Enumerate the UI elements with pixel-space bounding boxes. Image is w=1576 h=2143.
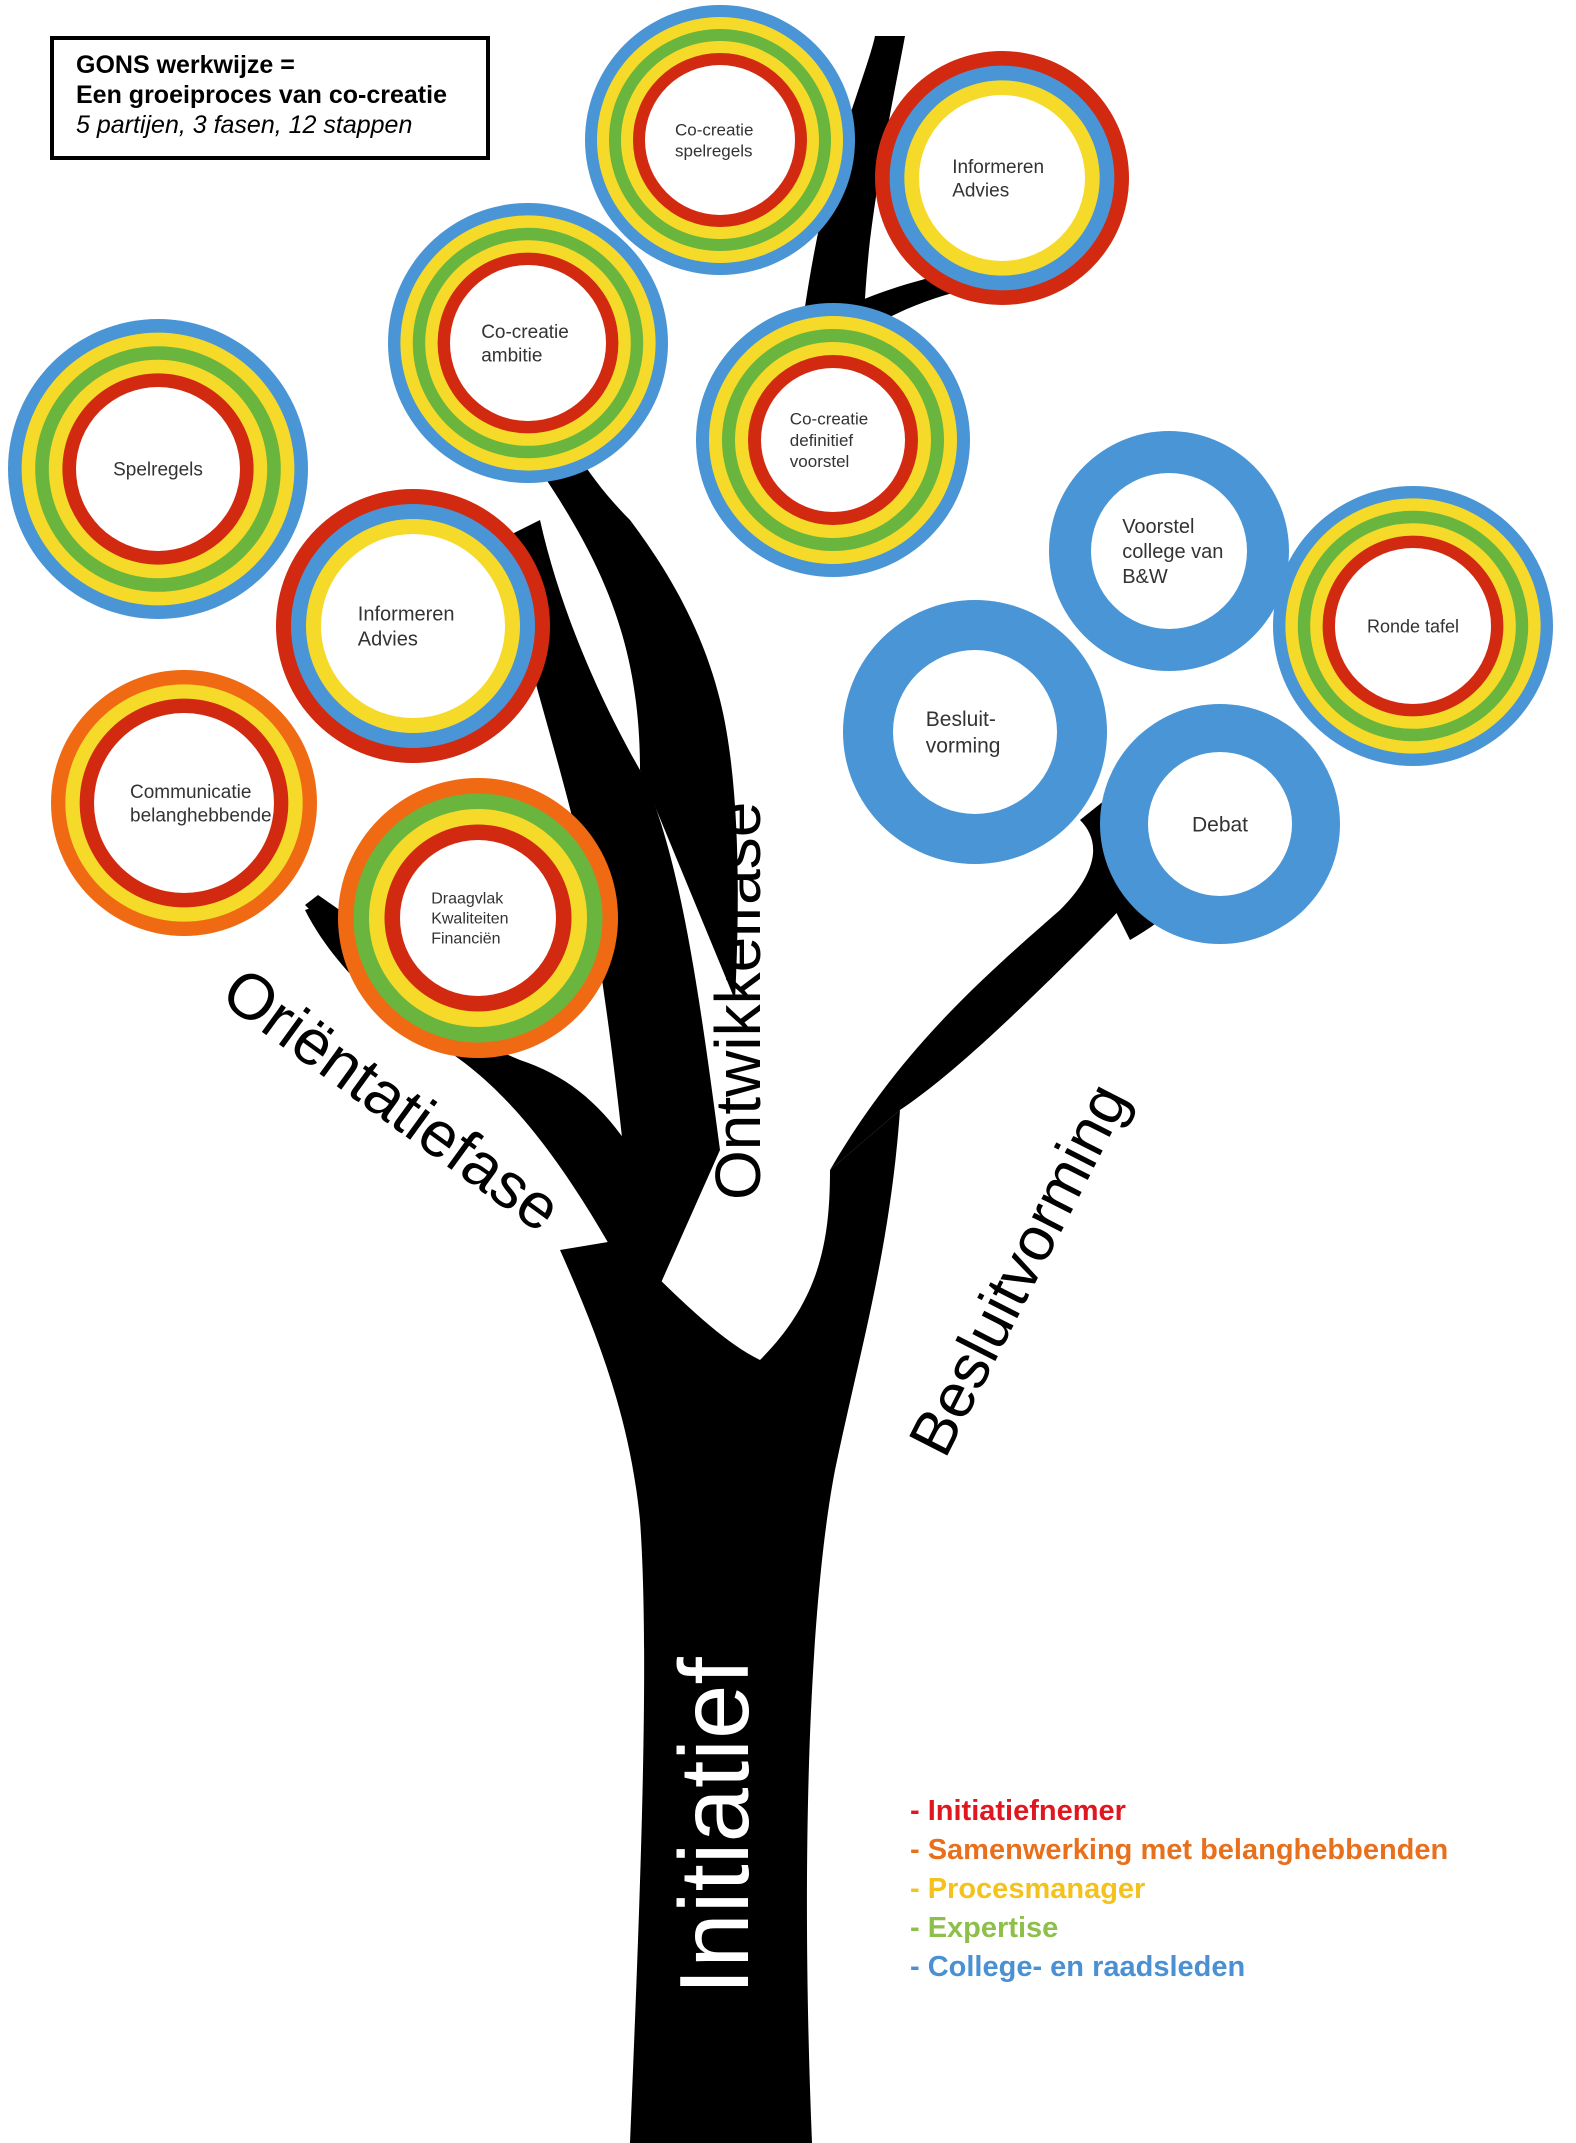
circle-label: spelregels — [675, 142, 753, 161]
circle-label: vorming — [926, 734, 1001, 757]
circle-label: Informeren — [358, 604, 455, 626]
circle-label: Draagvlak — [431, 891, 504, 908]
circle-spelregels: Spelregels — [8, 319, 308, 619]
circle-co-creatie-definitief-voorstel: Co-creatie definitief voorstel — [696, 303, 970, 577]
circle-label: voorstel — [790, 452, 850, 471]
circle-center — [919, 95, 1085, 261]
circle-label: Advies — [358, 629, 418, 651]
circle-label: Communicatie — [130, 782, 251, 803]
circle-co-creatie-ambitie: Co-creatie ambitie — [388, 203, 668, 483]
phase-ontwikkel-label: Ontwikkelfase — [702, 802, 774, 1200]
legend-item-initiatiefnemer: - Initiatiefnemer — [910, 1795, 1126, 1827]
circle-ronde-tafel: Ronde tafel — [1273, 486, 1553, 766]
circle-label: ambitie — [481, 346, 542, 367]
legend-item-college: - College- en raadsleden — [910, 1951, 1246, 1983]
branch-besluit — [830, 780, 1148, 1170]
circle-label: belanghebbende — [130, 806, 272, 827]
circle-center — [450, 265, 606, 421]
circle-center — [76, 387, 240, 551]
circle-center — [1091, 473, 1247, 629]
legend-item-procesmanager: - Procesmanager — [910, 1873, 1146, 1905]
circle-label: Ronde tafel — [1367, 616, 1459, 636]
title-line-1: GONS werkwijze = — [76, 51, 295, 79]
title-line-2: Een groeiproces van co-creatie — [76, 81, 447, 109]
circle-label: Co-creatie — [481, 322, 569, 343]
phase-initiatief-label: Initiatief — [659, 1656, 769, 1995]
circle-debat: Debat — [1100, 704, 1340, 944]
circle-center — [321, 534, 505, 718]
circle-label: Advies — [952, 181, 1009, 202]
circle-label: Kwaliteiten — [431, 911, 508, 928]
circle-label: Co-creatie — [675, 120, 753, 139]
title-line-3: 5 partijen, 3 fasen, 12 stappen — [76, 111, 413, 139]
circle-center — [761, 368, 905, 512]
circle-label: Financiën — [431, 931, 500, 948]
circle-center — [1148, 752, 1292, 896]
legend: - Initiatiefnemer - Samenwerking met bel… — [910, 1792, 1448, 1987]
circle-center — [645, 65, 795, 215]
circle-label: Informeren — [952, 157, 1044, 178]
tree-trunk — [560, 1110, 900, 2143]
circle-label: Co-creatie — [790, 410, 868, 429]
legend-item-samenwerking: - Samenwerking met belanghebbenden — [910, 1834, 1449, 1866]
circle-label: definitief — [790, 431, 854, 450]
legend-item-expertise: - Expertise — [910, 1912, 1059, 1944]
circle-label: college van — [1122, 541, 1223, 563]
circle-communicatie-belanghebbende: Communicatie belanghebbende — [51, 670, 317, 936]
circle-center — [1335, 548, 1491, 704]
circle-center — [400, 840, 556, 996]
circle-center — [893, 650, 1057, 814]
circle-label: B&W — [1122, 566, 1168, 588]
circle-co-creatie-spelregels: Co-creatie spelregels — [585, 5, 855, 275]
circle-label: Spelregels — [113, 460, 203, 481]
branch-upper — [491, 330, 738, 1000]
circle-besluitvorming-circle: Besluit-vorming — [843, 600, 1107, 864]
circles-layer: Co-creatiespelregelsInformerenAdviesCo-c… — [8, 5, 1553, 1058]
circle-label: Besluit- — [926, 708, 996, 731]
phase-besluit-label: Besluitvorming — [896, 1073, 1142, 1467]
circle-label: Voorstel — [1122, 516, 1194, 538]
title-box: GONS werkwijze = Een groeiproces van co-… — [50, 36, 490, 160]
circle-center — [94, 713, 274, 893]
circle-label: Debat — [1192, 813, 1248, 836]
